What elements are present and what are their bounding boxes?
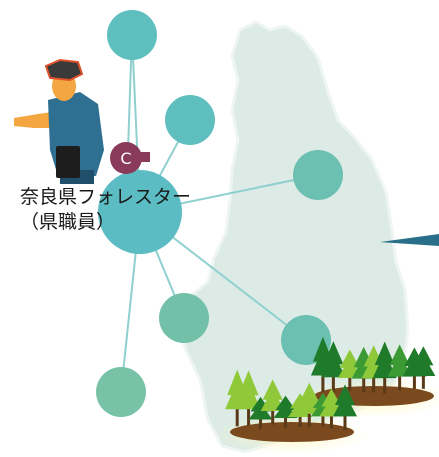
tree bbox=[260, 379, 285, 412]
tree-trunk bbox=[271, 404, 275, 425]
tree-trunk bbox=[398, 369, 402, 391]
tree-trunk bbox=[343, 409, 347, 430]
forester-role-label: （県職員） bbox=[20, 211, 116, 233]
tree bbox=[332, 384, 357, 417]
tree-trunk bbox=[329, 410, 333, 429]
node-n-hub bbox=[98, 170, 182, 254]
tree bbox=[372, 341, 397, 379]
tree bbox=[411, 346, 436, 377]
tree bbox=[321, 341, 346, 378]
tree bbox=[236, 370, 261, 410]
forest-worker-icon bbox=[14, 58, 104, 184]
node-n-mid bbox=[293, 150, 343, 200]
tree-trunk bbox=[383, 370, 387, 394]
tree-trunk bbox=[307, 407, 311, 428]
network-nodes bbox=[96, 10, 343, 417]
forester-name-label: 奈良県フォレスター bbox=[20, 186, 192, 208]
tree-trunk bbox=[321, 367, 325, 393]
node-n-bottom-left bbox=[96, 367, 146, 417]
tree-trunk bbox=[372, 371, 376, 393]
tree-trunk bbox=[284, 413, 288, 428]
tree-trunk bbox=[247, 400, 251, 426]
forest-patch-left-icon bbox=[216, 369, 368, 454]
svg-text:C: C bbox=[120, 149, 131, 168]
tree-trunk bbox=[235, 400, 239, 427]
tree-trunk bbox=[259, 414, 263, 430]
tree-trunk bbox=[331, 369, 335, 393]
tree bbox=[387, 344, 412, 377]
id-badge-icon: C bbox=[110, 142, 150, 174]
node-n-low bbox=[159, 293, 209, 343]
tree bbox=[248, 396, 273, 420]
node-n-upper bbox=[165, 95, 215, 145]
tree-trunk bbox=[412, 370, 416, 389]
arrow-right-icon bbox=[380, 234, 439, 246]
tree-trunk bbox=[298, 411, 302, 428]
tree-trunk bbox=[421, 369, 425, 389]
tree-trunk bbox=[348, 371, 352, 391]
tree-trunk bbox=[362, 371, 366, 393]
tree-trunk bbox=[321, 411, 325, 427]
node-n-top bbox=[107, 10, 157, 60]
